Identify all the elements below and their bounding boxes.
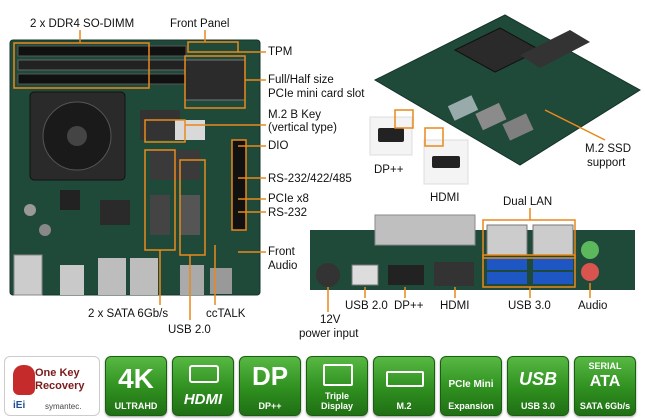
io-side-view [310,214,635,290]
label-usb20-board: USB 2.0 [168,324,211,336]
label-pcie-mini-2: PCIe mini card slot [268,88,365,100]
main-board-top-view [9,39,261,296]
label-pcie-mini-1: Full/Half size [268,74,334,86]
label-dual-lan: Dual LAN [503,196,553,208]
display-icon [323,364,353,386]
okr-title-2: Recovery [35,380,85,392]
label-pcie-x8: PCIe x8 [268,193,309,205]
label-m2-bkey-1: M.2 B Key [268,109,322,121]
badge-usb3-cap: USB 3.0 [520,401,555,411]
label-m2ssd-1: M.2 SSD [585,143,632,155]
badge-hdmi-glyph: HDMI [183,391,223,408]
hand-icon [13,365,35,395]
label-rs232-422-485: RS-232/422/485 [268,173,352,185]
badge-triple-cap-1: Triple [324,391,349,401]
badge-usb3: USB USB 3.0 [507,356,569,416]
badge-triple-display: Triple Display [306,356,368,416]
badge-sata: SERIAL ATA SATA 6Gb/s [574,356,636,416]
hdmi-plug-icon [189,365,219,383]
label-front-panel: Front Panel [170,18,230,30]
okr-title-1: One Key [35,367,80,379]
label-tpm: TPM [268,46,293,58]
badge-pcie-mini: PCIe Mini Expansion [440,356,502,416]
label-front-audio-1: Front [268,246,295,258]
badge-hdmi: HDMI [172,356,234,416]
label-m2ssd-2: support [587,157,626,169]
badge-triple-cap-2: Display [320,401,353,411]
label-rs232: RS-232 [268,207,307,219]
badge-dp-glyph: DP [251,361,289,391]
label-dio: DIO [268,140,289,152]
label-so-dimm: 2 x DDR4 SO-DIMM [30,18,135,30]
badge-pcie-mini-glyph: PCIe Mini [448,379,494,390]
label-power-1: 12V [320,314,341,326]
feature-badges: One Key Recovery iEi symantec. 4K ULTRAH… [0,350,645,420]
label-io-dpp: DP++ [394,300,424,312]
badge-usb3-glyph: USB [518,369,557,389]
callout-lines [13,30,606,320]
label-io-audio: Audio [578,300,608,312]
badge-one-key-recovery: One Key Recovery iEi symantec. [4,356,100,416]
badge-sata-top: SERIAL [588,361,622,371]
label-iso-dpp: DP++ [374,164,404,176]
label-io-usb20: USB 2.0 [345,300,388,312]
label-io-usb30: USB 3.0 [508,300,551,312]
label-cctalk: ccTALK [206,308,246,320]
label-iso-hdmi: HDMI [430,192,460,204]
badge-4k-glyph: 4K [118,363,154,394]
badge-m2: M.2 [373,356,435,416]
okr-partner: symantec. [45,402,82,411]
badge-sata-cap: SATA 6Gb/s [579,401,631,411]
badge-dp: DP DP++ [239,356,301,416]
label-io-hdmi: HDMI [440,300,470,312]
label-sata: 2 x SATA 6Gb/s [88,308,169,320]
badge-dp-cap: DP++ [258,401,282,411]
badge-m2-cap: M.2 [396,401,412,411]
badge-sata-glyph: ATA [589,373,621,390]
badge-pcie-mini-cap: Expansion [448,401,494,411]
label-front-audio-2: Audio [268,260,298,272]
isometric-board-view [373,14,641,166]
badge-4k-cap: ULTRAHD [114,401,158,411]
label-power-2: power input [299,328,359,340]
label-m2-bkey-2: (vertical type) [268,122,338,134]
okr-brand: iEi [13,400,26,411]
m2-card-icon [386,371,424,387]
badge-4k: 4K ULTRAHD [105,356,167,416]
